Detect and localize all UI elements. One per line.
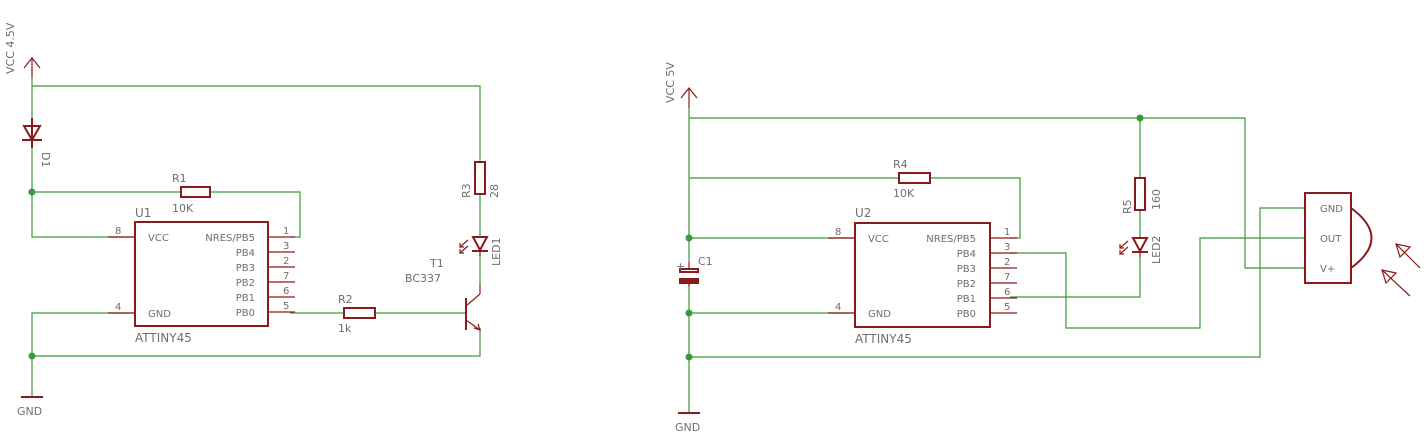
u2-pin-num: 8 [835, 227, 841, 238]
t1-name: T1 [429, 257, 444, 270]
capacitor-c1: + C1 [676, 255, 713, 287]
u1-pin-label: GND [148, 309, 171, 320]
u1-pin-num: 7 [283, 271, 289, 282]
t1-value: BC337 [405, 272, 441, 285]
u1-pin-label: PB4 [236, 248, 255, 259]
u2-pin-label: VCC [868, 234, 889, 245]
led-led2: LED2 [1119, 235, 1163, 264]
ir-pin-label: GND [1320, 204, 1343, 215]
u2-pin-num: 4 [835, 302, 841, 313]
u1-pin-label: VCC [148, 233, 169, 244]
left-vcc-symbol: VCC 4.5V [4, 22, 41, 78]
u2-pin-label: PB3 [957, 264, 976, 275]
ir-pin-label: OUT [1320, 234, 1342, 245]
u2-pin-label: NRES/PB5 [926, 234, 976, 245]
r4-value: 10K [893, 187, 915, 200]
r4-name: R4 [893, 158, 908, 171]
left-gnd-label: GND [17, 405, 42, 418]
right-wires [685, 108, 1305, 412]
u1-pin-label: PB2 [236, 278, 255, 289]
u1-name: U1 [135, 206, 151, 220]
right-circuit: VCC 5V + C1 [664, 62, 1421, 434]
u2-pin-num: 2 [1004, 257, 1010, 268]
right-vcc-symbol: VCC 5V [664, 62, 698, 108]
r2-value: 1k [338, 322, 352, 335]
r1-value: 10K [172, 202, 194, 215]
ir-light-arrows-icon [1381, 243, 1421, 297]
left-gnd-symbol: GND [17, 396, 43, 418]
r1-name: R1 [172, 172, 187, 185]
u2-pin-label: PB2 [957, 279, 976, 290]
right-vcc-label: VCC 5V [664, 62, 677, 103]
led2-name: LED2 [1150, 235, 1163, 264]
u1-pin-num: 2 [283, 256, 289, 267]
resistor-r5: R5 160 [1121, 177, 1163, 214]
u2-pin-label: PB0 [957, 309, 976, 320]
u1-pin-num: 4 [115, 302, 121, 313]
left-wires [28, 78, 481, 396]
u2-pin-num: 3 [1004, 242, 1010, 253]
ir-receiver: GND OUT V+ [1304, 192, 1421, 297]
left-circuit: VCC 4.5V D1 R1 [4, 22, 503, 418]
r3-name: R3 [460, 183, 473, 198]
r5-value: 160 [1150, 189, 1163, 210]
resistor-r4: R4 10K [893, 158, 931, 200]
ic-u2: U2 ATTINY45 8 VCC 4 GND 1 3 2 7 6 5 NRES… [828, 206, 1017, 346]
u1-pin-num: 3 [283, 241, 289, 252]
u1-pin-label: PB0 [236, 308, 255, 319]
u1-pin-label: PB3 [236, 263, 255, 274]
ir-pin-label: V+ [1320, 264, 1335, 275]
right-gnd-symbol: GND [675, 412, 700, 434]
r3-value: 28 [488, 184, 501, 198]
u2-pin-num: 5 [1004, 302, 1010, 313]
resistor-r1: R1 10K [172, 172, 211, 215]
u2-pin-num: 7 [1004, 272, 1010, 283]
u1-pin-label: NRES/PB5 [205, 233, 255, 244]
left-vcc-label: VCC 4.5V [4, 22, 17, 74]
r2-name: R2 [338, 293, 353, 306]
u2-part: ATTINY45 [855, 332, 912, 346]
u2-pin-label: PB1 [957, 294, 976, 305]
right-gnd-label: GND [675, 421, 700, 434]
u1-pin-num: 8 [115, 226, 121, 237]
svg-text:+: + [676, 260, 685, 273]
u2-pin-num: 1 [1004, 227, 1010, 238]
u2-pin-label: GND [868, 309, 891, 320]
led-led1: LED1 [459, 236, 503, 266]
u1-part: ATTINY45 [135, 331, 192, 345]
r5-name: R5 [1121, 199, 1134, 214]
u1-pin-num: 5 [283, 301, 289, 312]
resistor-r2: R2 1k [338, 293, 376, 335]
resistor-r3: R3 28 [460, 161, 501, 198]
ic-u1: U1 ATTINY45 8 VCC 4 GND 1 3 2 7 6 5 NRES… [108, 206, 295, 345]
u2-pin-num: 6 [1004, 287, 1010, 298]
u1-pin-num: 6 [283, 286, 289, 297]
c1-name: C1 [698, 255, 713, 268]
d1-label: D1 [39, 152, 52, 167]
u2-pin-label: PB4 [957, 249, 976, 260]
u1-pin-num: 1 [283, 226, 289, 237]
transistor-t1: T1 BC337 [405, 257, 481, 331]
led1-name: LED1 [490, 237, 503, 266]
diode-d1: D1 [22, 118, 52, 167]
u1-pin-label: PB1 [236, 293, 255, 304]
u2-name: U2 [855, 206, 871, 220]
